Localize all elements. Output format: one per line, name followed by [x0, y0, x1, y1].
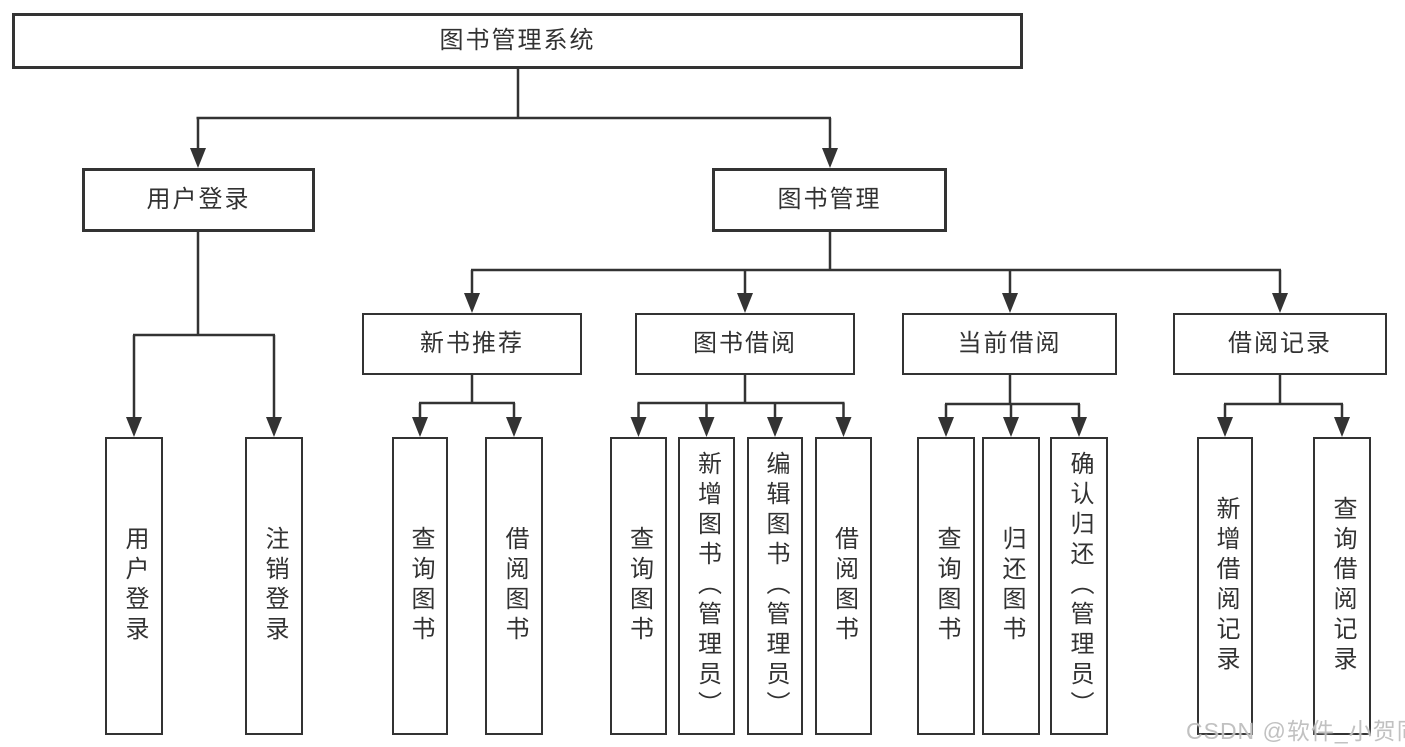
- arrow-down-icon: [266, 417, 282, 437]
- node-new-book-recommend: 新书推荐: [362, 313, 582, 375]
- leaf-label: 查询图书: [407, 526, 434, 646]
- leaf-label: 借阅图书: [830, 526, 858, 646]
- connector-currentborrow-to-leaves: [944, 375, 1081, 419]
- arrow-down-icon: [1334, 417, 1350, 437]
- node-book-borrowing: 图书借阅: [635, 313, 855, 375]
- arrow-down-icon: [767, 417, 783, 437]
- arrow-down-icon: [412, 417, 428, 437]
- node-root-system: 图书管理系统: [12, 13, 1023, 69]
- arrow-down-icon: [190, 148, 206, 168]
- node-user-login: 用户登录: [82, 168, 315, 232]
- leaf-label: 新增借阅记录: [1212, 496, 1239, 676]
- arrow-down-icon: [698, 417, 715, 437]
- leaf-borrow-books-recommend: 借阅图书: [485, 437, 543, 735]
- leaf-label: 查询图书: [625, 526, 653, 646]
- leaf-add-book-admin: 新增图书（管理员）: [678, 437, 735, 735]
- arrow-down-icon: [938, 417, 954, 437]
- leaf-user-login: 用户登录: [105, 437, 163, 735]
- connector-borrowrecords-to-leaves: [1223, 375, 1344, 419]
- connector-userlogin-to-leaves: [132, 232, 276, 419]
- csdn-watermark: CSDN @软件_小贺同学: [1186, 718, 1405, 744]
- connector-root-to-level2: [196, 68, 832, 150]
- leaf-label: 新增图书（管理员）: [693, 451, 721, 721]
- arrow-down-icon: [1003, 417, 1019, 437]
- leaf-edit-book-admin: 编辑图书（管理员）: [747, 437, 803, 735]
- connector-newbookrec-to-leaves: [418, 375, 516, 419]
- node-book-management: 图书管理: [712, 168, 947, 232]
- leaf-label: 编辑图书（管理员）: [762, 451, 789, 721]
- leaf-query-borrow-record: 查询借阅记录: [1313, 437, 1371, 735]
- leaf-label: 查询图书: [933, 526, 960, 646]
- arrow-down-icon: [1272, 293, 1288, 313]
- leaf-confirm-return-admin: 确认归还（管理员）: [1050, 437, 1108, 735]
- arrow-down-icon: [737, 293, 753, 313]
- leaf-query-books-current: 查询图书: [917, 437, 975, 735]
- arrow-down-icon: [1071, 417, 1087, 437]
- leaf-logout: 注销登录: [245, 437, 303, 735]
- arrow-down-icon: [506, 417, 522, 437]
- leaf-label: 确认归还（管理员）: [1066, 451, 1093, 721]
- leaf-label: 用户登录: [121, 526, 148, 646]
- leaf-borrow-book: 借阅图书: [815, 437, 872, 735]
- leaf-label: 借阅图书: [501, 526, 528, 646]
- leaf-query-books-borrowing: 查询图书: [610, 437, 667, 735]
- connector-bookmgmt-to-level3: [470, 232, 1282, 295]
- node-borrowing-records: 借阅记录: [1173, 313, 1387, 375]
- arrow-down-icon: [822, 148, 838, 168]
- arrow-down-icon: [464, 293, 480, 313]
- connector-bookborrow-to-leaves: [637, 375, 845, 419]
- leaf-return-book: 归还图书: [982, 437, 1040, 735]
- arrow-down-icon: [1217, 417, 1233, 437]
- arrow-down-icon: [126, 417, 142, 437]
- arrow-down-icon: [1002, 293, 1018, 313]
- arrow-down-icon: [630, 417, 647, 437]
- node-current-borrowing: 当前借阅: [902, 313, 1117, 375]
- leaf-label: 查询借阅记录: [1329, 496, 1356, 676]
- leaf-query-books-recommend: 查询图书: [392, 437, 448, 735]
- leaf-label: 归还图书: [998, 526, 1025, 646]
- leaf-label: 注销登录: [261, 526, 288, 646]
- leaf-add-borrow-record: 新增借阅记录: [1197, 437, 1253, 735]
- arrow-down-icon: [835, 417, 852, 437]
